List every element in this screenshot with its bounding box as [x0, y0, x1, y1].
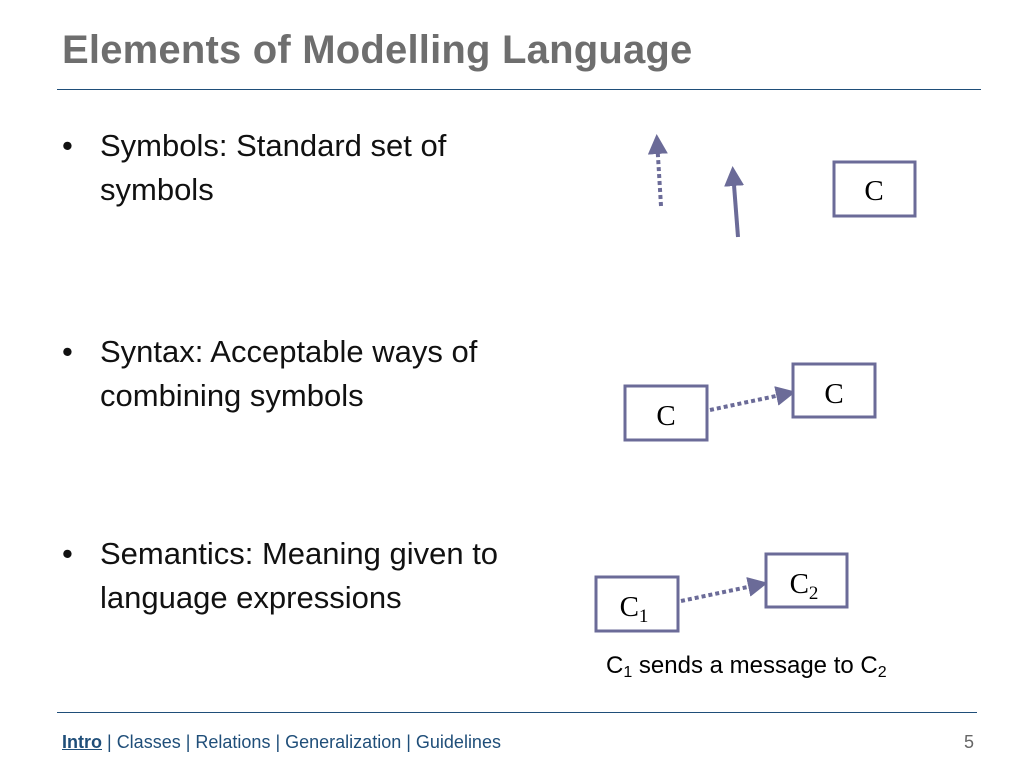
c2-letter: C [790, 568, 809, 600]
slide-title: Elements of Modelling Language [62, 28, 693, 72]
footer-separator: | [102, 732, 117, 752]
title-divider [57, 89, 981, 90]
solid-arrow-symbol [724, 166, 745, 238]
class-box-c1: C1 [594, 575, 680, 633]
dotted-arrow-symbol [647, 134, 668, 207]
caption-sub2: 2 [877, 664, 887, 681]
footer-link-classes[interactable]: Classes [116, 732, 181, 752]
class-box-symbol: C [832, 160, 917, 218]
semantics-caption: C1 sends a message to C2 [606, 652, 887, 681]
bullet-text: Symbols: Standard set of symbols [100, 128, 447, 207]
footer-separator: | [270, 732, 286, 752]
footer-nav: Intro | Classes | Relations | Generaliza… [62, 732, 501, 753]
class-box-c2-label: C2 [790, 568, 819, 604]
bullet-marker: • [62, 334, 73, 369]
bullet-marker: • [62, 128, 73, 163]
footer-separator: | [401, 732, 416, 752]
bullet-syntax: • Syntax: Acceptable ways of combining s… [62, 330, 532, 418]
caption-c2: C [860, 652, 878, 679]
footer-divider [57, 712, 977, 713]
class-box-syntax-left: C [623, 384, 709, 442]
class-box-label: C [656, 400, 675, 432]
footer-link-guidelines[interactable]: Guidelines [415, 732, 501, 752]
bullet-text: Semantics: Meaning given to language exp… [100, 536, 499, 615]
c1-letter: C [620, 591, 639, 623]
caption-sub1: 1 [623, 664, 633, 681]
footer-separator: | [180, 732, 196, 752]
caption-c1: C [606, 652, 624, 679]
class-box-label: C [864, 175, 883, 207]
footer-link-intro[interactable]: Intro [62, 732, 102, 752]
class-box-c2: C2 [764, 552, 849, 609]
class-box-syntax-right: C [791, 362, 877, 419]
dotted-arrow-message [680, 577, 768, 603]
footer-link-relations[interactable]: Relations [195, 732, 271, 752]
class-box-c1-label: C1 [620, 591, 649, 627]
c2-subscript: 2 [809, 583, 819, 604]
bullet-marker: • [62, 536, 73, 571]
footer-link-generalization[interactable]: Generalization [285, 732, 402, 752]
page-number: 5 [963, 732, 974, 752]
caption-middle: sends a message to [632, 652, 861, 679]
bullet-symbols: • Symbols: Standard set of symbols [62, 124, 532, 212]
class-box-label: C [824, 378, 843, 410]
c1-subscript: 1 [639, 606, 649, 627]
dotted-arrow-syntax [709, 386, 796, 412]
bullet-semantics: • Semantics: Meaning given to language e… [62, 532, 532, 620]
bullet-text: Syntax: Acceptable ways of combining sym… [100, 334, 478, 413]
